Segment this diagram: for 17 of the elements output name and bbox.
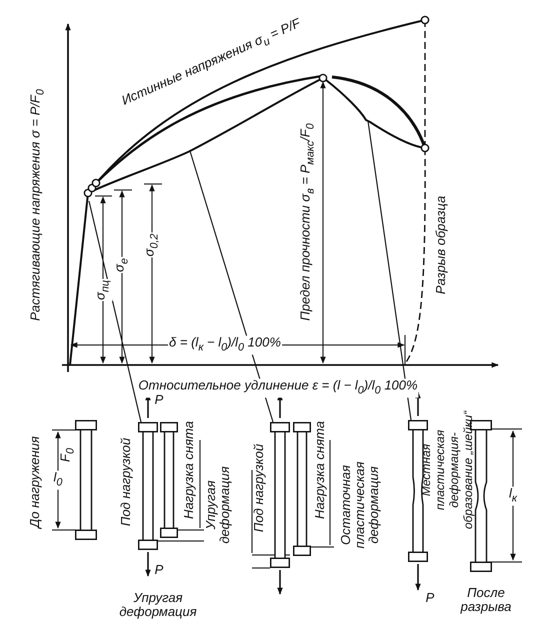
vertical-label: Остаточная пластическая деформация [339,460,381,550]
leader-line [367,120,412,420]
vertical-label: Под нагрузкой [119,438,133,526]
dimension-label: l$_{0}$ [52,470,64,490]
formula-label: δ = (l$_{к}$ − l$_{0}$)/l$_{0}$ 100% [168,336,282,354]
specimen-label: После разрыва [459,586,512,614]
force-label: P [154,563,164,577]
caption: Упругая деформация [118,591,198,619]
vertical-label: Под нагрузкой [252,444,266,532]
curve-label: Разрыв образца [434,196,448,294]
vertical-label: Нагрузка снята [182,421,196,519]
vertical-label: До нагружения [28,436,42,528]
vertical-label: Упругая деформация [204,465,232,546]
leader-line [88,200,142,422]
vertical-label: Нагрузка снята [313,421,327,519]
force-label: P [426,591,434,605]
dimension-label: l$_{к}$ [508,486,518,506]
